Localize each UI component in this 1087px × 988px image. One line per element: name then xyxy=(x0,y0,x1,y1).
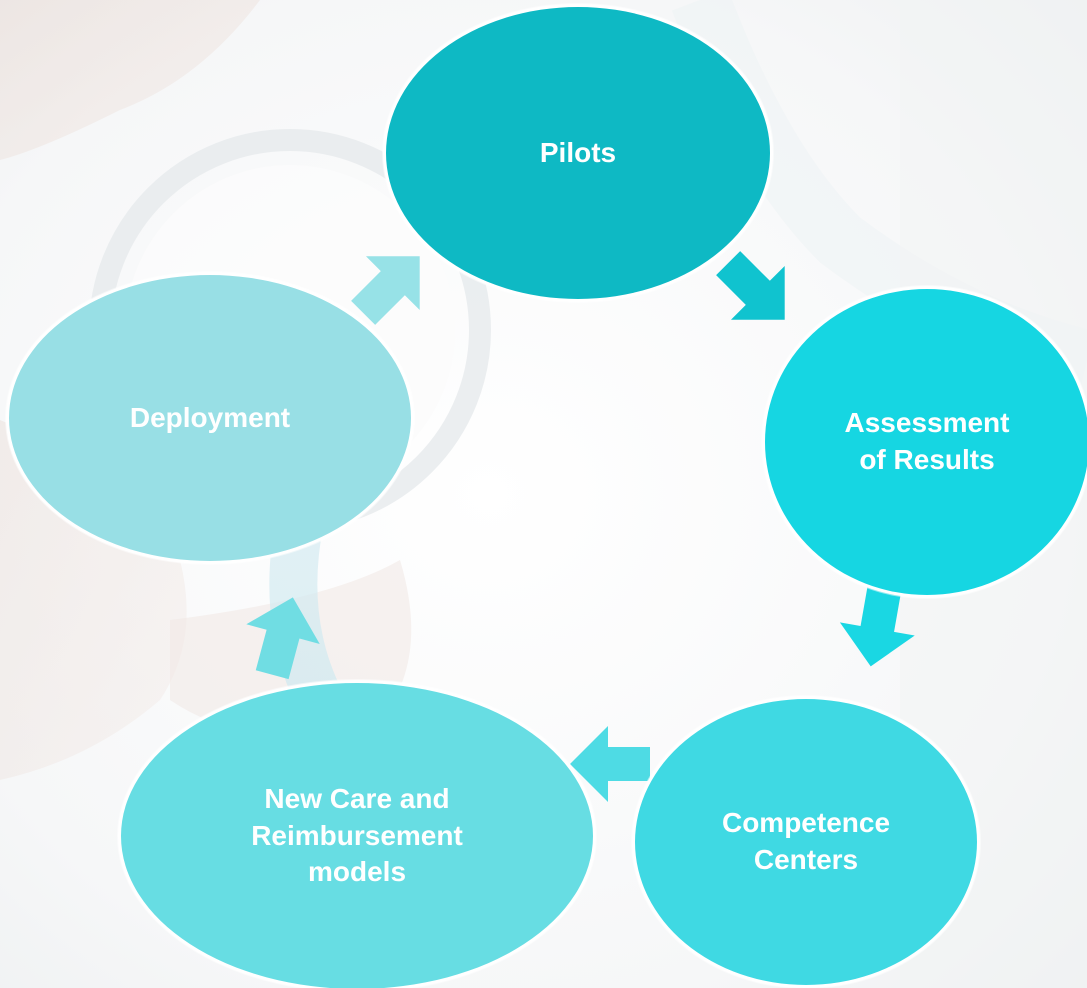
node-assessment-of-results: Assessment of Results xyxy=(762,286,1087,598)
node-competence-label: Competence Centers xyxy=(721,807,891,875)
node-deployment: Deployment xyxy=(6,272,414,564)
node-new-care-and-reimbursement-models: New Care and Reimbursement models xyxy=(118,680,596,988)
node-pilots: Pilots xyxy=(383,4,773,302)
node-competence-centers: Competence Centers xyxy=(632,696,980,988)
node-new-care-label: New Care and Reimbursement models xyxy=(251,782,463,888)
hand-top-shape xyxy=(0,0,260,160)
node-pilots-label: Pilots xyxy=(539,136,617,168)
node-deployment-label: Deployment xyxy=(129,401,291,433)
node-assessment-label: Assessment of Results xyxy=(844,407,1010,475)
hand-left-shape xyxy=(0,420,187,780)
